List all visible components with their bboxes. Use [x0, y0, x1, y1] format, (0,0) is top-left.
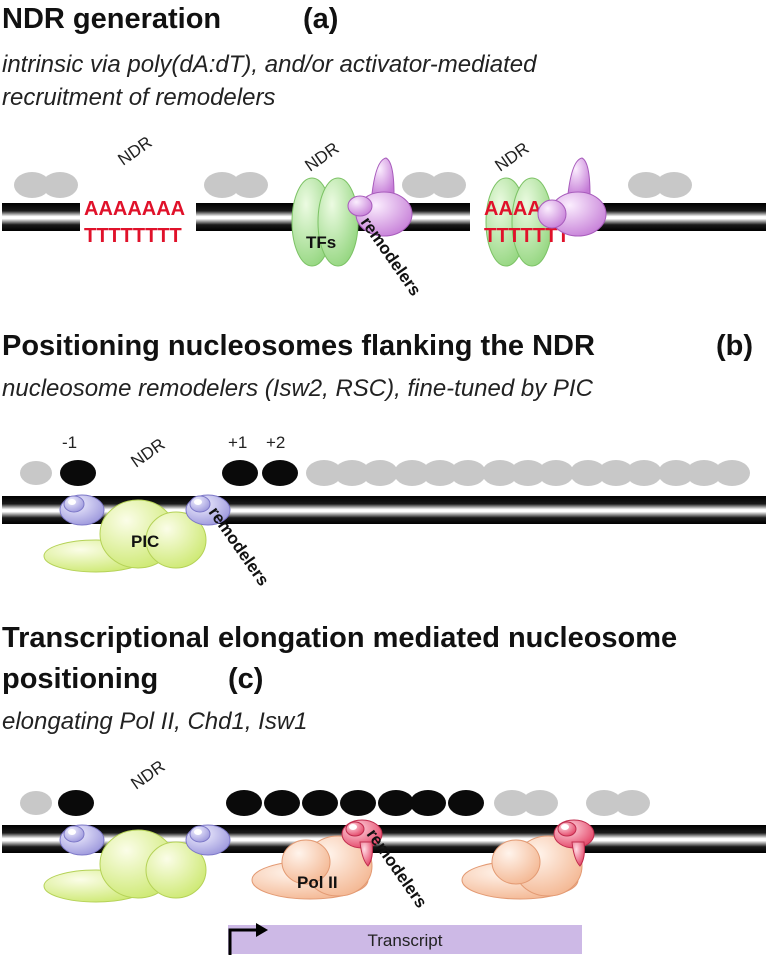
transcript-label: Transcript	[368, 931, 443, 950]
transcript-bar	[228, 925, 582, 954]
nucleosomes-b	[20, 460, 750, 486]
tf-blob	[291, 177, 359, 267]
tfs-label: TFs	[306, 233, 336, 252]
poly-a-sequence: AAAAAAA	[84, 198, 185, 220]
panel-a-subtitle-line2: recruitment of remodelers	[2, 84, 275, 111]
nucleosome-label-minus1: -1	[62, 433, 77, 452]
poly-t-sequence: TTTTTTTT	[84, 225, 182, 247]
nucleosomes-c	[20, 790, 650, 816]
panel-c-subtitle: elongating Pol II, Chd1, Isw1	[2, 708, 308, 735]
panel-c-title-line2: positioning	[2, 663, 158, 695]
remodeler-blue-b1	[59, 494, 105, 526]
panel-c-letter: (c)	[228, 663, 263, 695]
panel-a-subtitle-line1: intrinsic via poly(dA:dT), and/or activa…	[2, 51, 537, 78]
poly-t-sequence-short: TTTTTTT	[484, 225, 570, 247]
panel-a-letter: (a)	[303, 3, 338, 35]
ndr-label-a2: NDR	[301, 139, 342, 176]
remodeler-blue-c1	[59, 824, 105, 856]
panel-b: Positioning nucleosomes flanking the NDR…	[2, 330, 766, 589]
ndr-label-a1: NDR	[114, 133, 155, 170]
ndr-label-b: NDR	[127, 435, 168, 472]
remodeler-purple-a1	[347, 157, 413, 237]
poly-a-sequence-short: AAAA	[484, 198, 542, 220]
pol-ii-label: Pol II	[297, 873, 338, 892]
nucleosome-label-plus2: +2	[266, 433, 285, 452]
remodeler-purple-a2	[537, 157, 607, 237]
pic-label: PIC	[131, 532, 159, 551]
tf-blob-2	[485, 177, 553, 267]
panel-c-title-line1: Transcriptional elongation mediated nucl…	[2, 622, 677, 654]
ndr-label-c: NDR	[127, 757, 168, 794]
panel-c: Transcriptional elongation mediated nucl…	[2, 622, 766, 955]
panel-b-letter: (b)	[716, 330, 753, 362]
panel-b-subtitle: nucleosome remodelers (Isw2, RSC), fine-…	[2, 375, 594, 402]
panel-a: NDR generation (a) intrinsic via poly(dA…	[2, 3, 766, 299]
nucleosome-label-plus1: +1	[228, 433, 247, 452]
remodeler-blue-c2	[185, 824, 231, 856]
panel-a-title: NDR generation	[2, 3, 221, 35]
ndr-label-a3: NDR	[491, 139, 532, 176]
tss-arrow-icon	[228, 923, 268, 955]
panel-b-title: Positioning nucleosomes flanking the NDR	[2, 330, 595, 362]
nucleosome-gray-a	[14, 172, 692, 198]
